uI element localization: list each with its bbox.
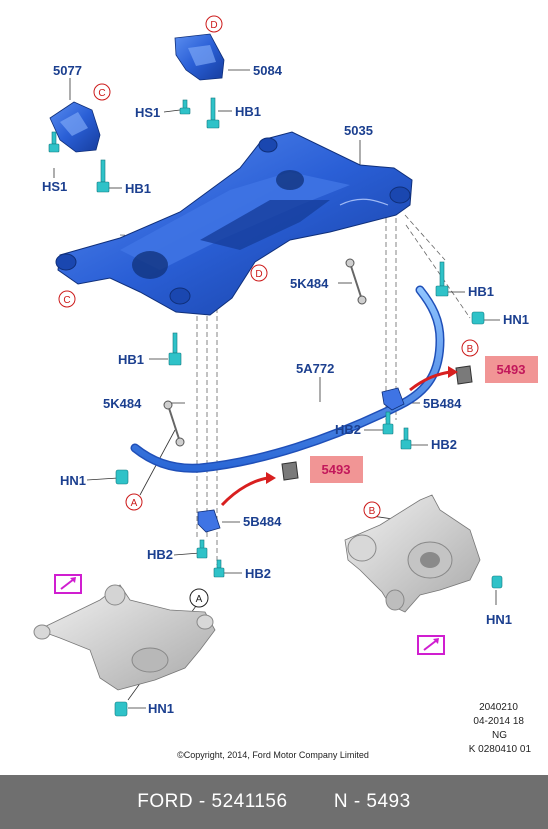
callout-circles: [58, 15, 479, 519]
label-hb2-left-a: HB2: [147, 547, 173, 562]
callout-d-top: D: [210, 20, 217, 31]
callout-d-mid: D: [255, 269, 262, 280]
copyright: ©Copyright, 2014, Ford Motor Company Lim…: [177, 750, 369, 760]
label-hb1-mid: HB1: [118, 352, 144, 367]
lower-arm: [33, 584, 216, 691]
callout-circle-a-bottom: [189, 588, 209, 608]
highlight-5493-lower: 5493: [310, 456, 363, 483]
label-hs1-left: HS1: [42, 179, 67, 194]
part-5493-upper-label: 5493: [497, 362, 526, 377]
label-hs1-top: HS1: [135, 105, 160, 120]
label-hb1-top: HB1: [235, 104, 261, 119]
subframe-5035: [55, 131, 413, 316]
red-arrows: [220, 366, 458, 507]
callout-a-bottom: A: [196, 594, 203, 605]
fasteners: [48, 97, 503, 717]
part-5493-lower-label: 5493: [322, 462, 351, 477]
label-hn1-right: HN1: [503, 312, 529, 327]
label-hn1-knuckle: HN1: [486, 612, 512, 627]
knuckle-right: [344, 494, 481, 613]
callout-b-knuckle: B: [369, 506, 376, 517]
label-hn1-left: HN1: [60, 473, 86, 488]
view-icon-right: [417, 635, 445, 655]
callout-b-bar: B: [467, 344, 474, 355]
footer-bar: FORD - 5241156 N - 5493: [0, 775, 548, 829]
meta-line2: 04-2014 18: [473, 716, 524, 727]
label-5b484-left: 5B484: [243, 514, 282, 529]
footer-part-number: FORD - 5241156: [137, 791, 288, 812]
stabilizer-links: [167, 262, 363, 443]
bar-brackets-5B484: [197, 387, 405, 533]
label-hb1-left: HB1: [125, 181, 151, 196]
bracket-5077: [49, 101, 101, 153]
highlight-5493-upper: 5493: [485, 356, 538, 383]
label-hb2-right-a: HB2: [335, 422, 361, 437]
callout-c-top: C: [98, 88, 105, 99]
label-hb2-right-b: HB2: [431, 437, 457, 452]
label-5b484-right: 5B484: [423, 396, 462, 411]
label-hb2-left-b: HB2: [245, 566, 271, 581]
label-5k484-top: 5K484: [290, 276, 329, 291]
footer-reference: N - 5493: [333, 791, 411, 812]
callout-c-left: C: [63, 295, 70, 306]
meta-line3: NG: [492, 730, 507, 741]
label-hn1-bottom: HN1: [148, 701, 174, 716]
label-5a772: 5A772: [296, 361, 334, 376]
label-5084: 5084: [253, 63, 283, 78]
meta-line4: K 0280410 01: [469, 744, 532, 755]
label-5k484-left: 5K484: [103, 396, 142, 411]
bracket-5084: [174, 33, 225, 81]
label-hb1-right: HB1: [468, 284, 494, 299]
view-icon-left: [54, 574, 82, 594]
callout-a-bar: A: [131, 498, 138, 509]
stabilizer-bar-5A772: [130, 285, 445, 473]
label-5077: 5077: [53, 63, 82, 78]
bushings-5493: [281, 365, 473, 481]
label-5035: 5035: [344, 123, 373, 138]
meta-line1: 2040210: [479, 702, 518, 713]
rear-suspension-diagram: 5493 5493: [33, 15, 538, 760]
